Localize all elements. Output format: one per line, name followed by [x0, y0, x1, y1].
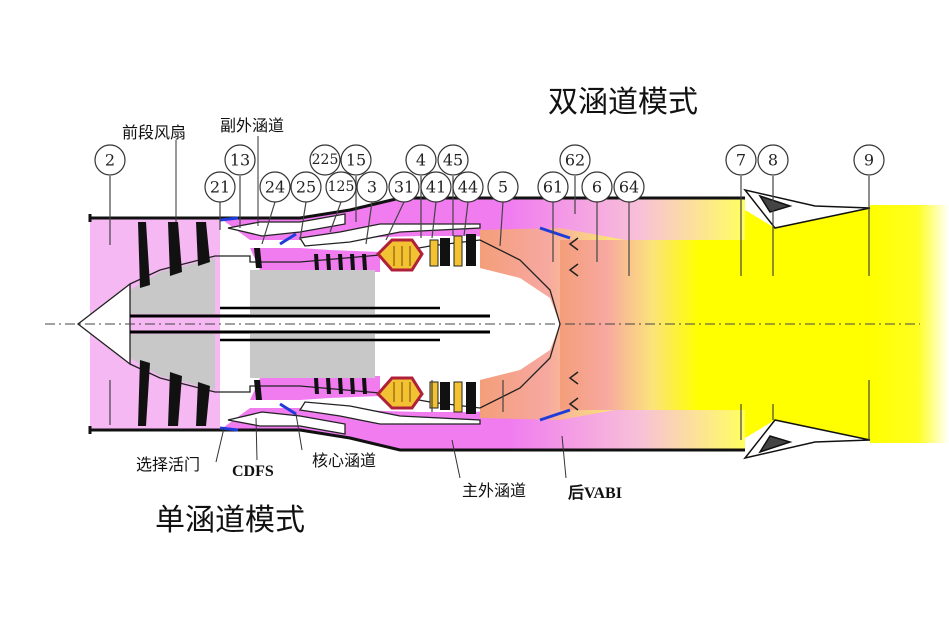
svg-text:44: 44: [458, 178, 478, 197]
station-25: 25: [290, 171, 322, 203]
svg-text:7: 7: [736, 151, 746, 170]
cdfs-label: CDFS: [232, 463, 274, 480]
selector-valve-label: 选择活门: [136, 455, 200, 474]
station-6: 6: [581, 171, 613, 203]
station-225: 225: [309, 144, 341, 176]
label-leaders: [175, 136, 567, 479]
station-15: 15: [340, 144, 372, 176]
fan-blades: [138, 222, 210, 426]
station-13: 13: [224, 144, 256, 176]
station-61: 61: [537, 171, 569, 203]
nozzle-flaps: [743, 188, 871, 460]
secondary-bypass-label: 副外涵道: [220, 116, 284, 135]
svg-text:25: 25: [296, 178, 316, 197]
station-62: 62: [559, 144, 591, 176]
vabi-markers: [219, 216, 571, 432]
combustor-upper: [375, 238, 424, 272]
svg-text:5: 5: [498, 178, 508, 197]
single-bypass-mode-title: 单涵道模式: [155, 503, 305, 538]
svg-text:31: 31: [394, 178, 414, 197]
rear-vabi-label: 后VABI: [568, 484, 622, 502]
station-45: 45: [437, 144, 469, 176]
station-lines: [109, 176, 870, 440]
compressor-blades: [254, 248, 367, 400]
station-41: 41: [420, 171, 452, 203]
station-44: 44: [452, 171, 484, 203]
dual-bypass-mode-title: 双涵道模式: [548, 85, 698, 120]
station-7: 7: [725, 144, 757, 176]
svg-text:125: 125: [328, 179, 355, 195]
svg-text:62: 62: [565, 151, 585, 170]
svg-text:2: 2: [105, 151, 115, 170]
svg-text:64: 64: [619, 178, 639, 197]
turbine-stages: [429, 234, 476, 414]
main-bypass-label: 主外涵道: [462, 481, 526, 500]
station-4: 4: [405, 144, 437, 176]
svg-text:8: 8: [768, 151, 778, 170]
station-markers: 2 21 13 24 25 225 125 15 3 31 4 41 45 44…: [94, 144, 885, 203]
svg-text:4: 4: [416, 151, 426, 170]
svg-text:24: 24: [265, 178, 285, 197]
svg-text:45: 45: [443, 151, 463, 170]
station-21: 21: [204, 171, 236, 203]
station-3: 3: [356, 171, 388, 203]
station-8: 8: [757, 144, 789, 176]
svg-text:41: 41: [426, 178, 446, 197]
core-duct-label: 核心涵道: [312, 451, 376, 470]
svg-text:21: 21: [210, 178, 230, 197]
station-31: 31: [388, 171, 420, 203]
svg-text:9: 9: [864, 151, 874, 170]
svg-text:61: 61: [543, 178, 563, 197]
station-24: 24: [259, 171, 291, 203]
station-5: 5: [487, 171, 519, 203]
svg-text:6: 6: [592, 178, 602, 197]
mixer-region: [560, 240, 745, 410]
svg-text:15: 15: [346, 151, 366, 170]
station-64: 64: [613, 171, 645, 203]
svg-text:3: 3: [367, 178, 377, 197]
shafts: [130, 306, 490, 342]
svg-text:13: 13: [230, 151, 250, 170]
svg-text:225: 225: [312, 152, 339, 168]
station-125: 125: [325, 171, 357, 203]
station-9: 9: [853, 144, 885, 176]
combustor-lower: [375, 376, 424, 410]
fan-hub: [130, 258, 215, 390]
mixer-chevrons: [568, 237, 579, 411]
station-2: 2: [94, 144, 126, 176]
compressor-hub: [250, 270, 375, 378]
front-fan-label: 前段风扇: [122, 123, 186, 142]
splitter-walls: [227, 213, 481, 435]
